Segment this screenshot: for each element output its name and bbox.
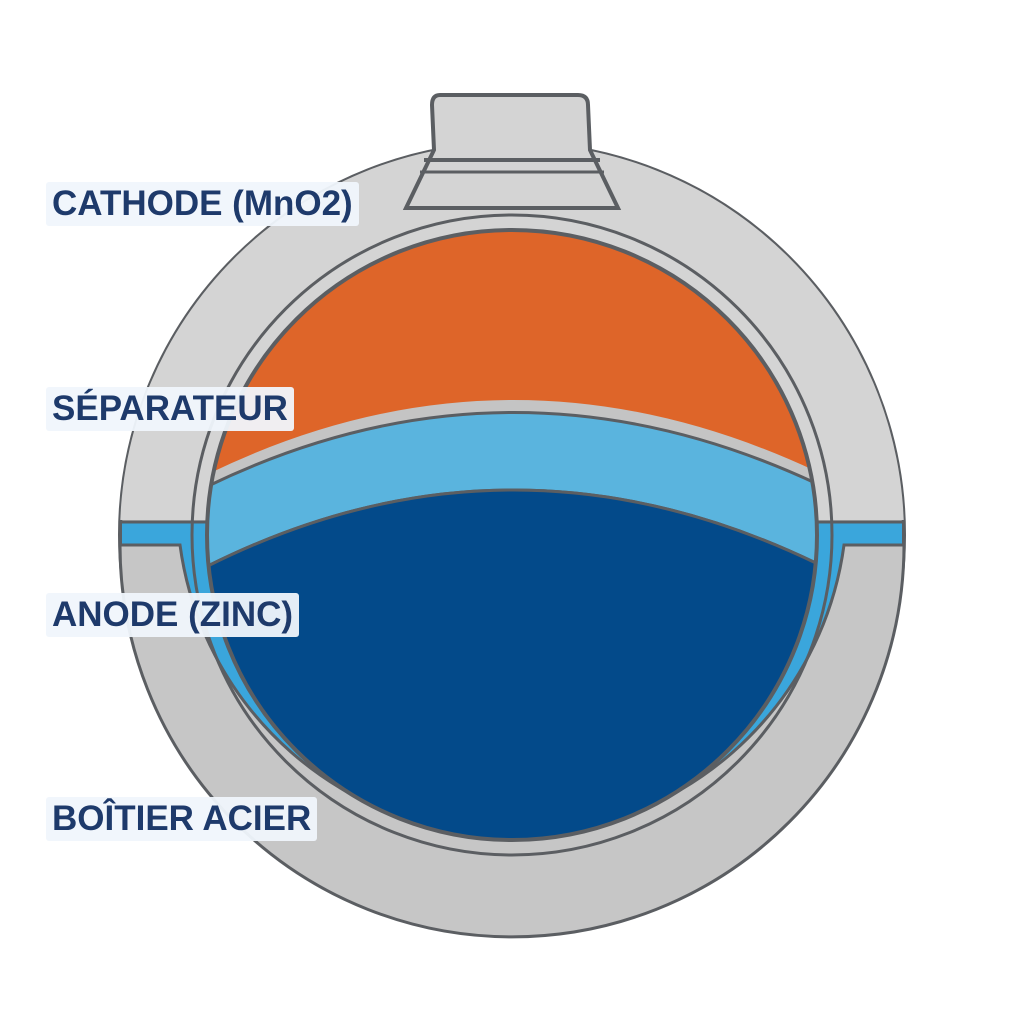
inner-chamber-outline xyxy=(205,228,819,842)
anode-label: ANODE (ZINC) xyxy=(46,593,300,637)
inner-rim xyxy=(190,213,834,857)
cathode-region xyxy=(207,230,817,478)
terminal-cap xyxy=(402,93,622,210)
anode-region xyxy=(207,488,817,840)
separator-label: SÉPARATEUR xyxy=(46,387,294,431)
steel-case-label: BOÎTIER ACIER xyxy=(46,797,318,841)
cathode-label: CATHODE (MnO2) xyxy=(46,182,359,226)
